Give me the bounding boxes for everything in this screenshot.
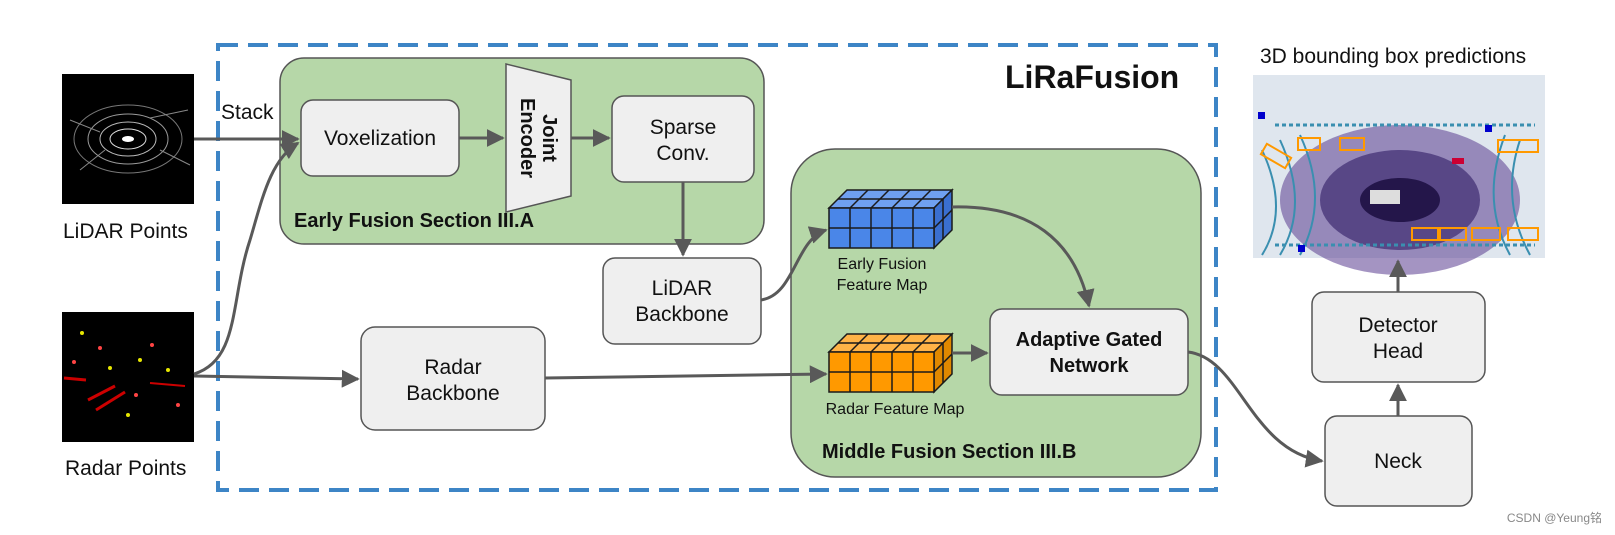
sparse-conv-box [611,95,755,183]
early-fusion-feature-cube [827,188,954,250]
radar-to-radar-backbone-arrow [193,369,360,388]
voxelization-label: Voxelization [324,127,436,150]
joint-encoder-line2: Encoder [516,98,538,178]
gated-network-line2: Network [1050,355,1130,377]
connectors [193,129,1407,468]
lidar-points-image [62,74,194,204]
middle-fusion-section-label: Middle Fusion Section III.B [822,441,1076,463]
joint-encoder-block [505,63,572,213]
joint-encoder-line1: Joint [538,114,560,162]
stack-label: Stack [221,101,274,124]
early-map-to-gated-network-arrow [951,205,1095,308]
detector-head-line2: Head [1373,340,1423,363]
neck-label: Neck [1374,450,1422,473]
sparse-conv-line2: Conv. [656,142,709,165]
lidar-backbone-line2: Backbone [635,303,728,326]
early-feature-map-line1: Early Fusion [838,256,927,273]
radar-points-label: Radar Points [65,457,186,480]
sparse-conv-line1: Sparse [650,116,717,139]
lidar-backbone-line1: LiDAR [652,277,713,300]
radar-feature-cube [827,332,954,394]
radar-points-image [62,312,194,442]
early-fusion-section-label: Early Fusion Section III.A [294,210,534,232]
lidar-points-label: LiDAR Points [63,220,188,243]
radar-backbone-line1: Radar [424,356,481,379]
radar-to-voxelization-arrow [193,141,300,376]
diagram-title: LiRaFusion [1005,59,1179,95]
detector-head-box [1311,291,1486,383]
bounding-box-predictions-image [1253,75,1545,275]
radar-feature-map-label: Radar Feature Map [826,401,965,418]
adaptive-gated-network-box [989,308,1189,396]
lidar-backbone-box [602,257,762,345]
radar-backbone-line2: Backbone [406,382,499,405]
predictions-label: 3D bounding box predictions [1260,45,1526,68]
lidar-backbone-to-early-map-arrow [760,226,828,302]
radar-backbone-box [360,326,546,431]
gated-network-to-neck-arrow [1187,350,1324,468]
lirafusion-frame [216,43,1218,492]
gated-network-line1: Adaptive Gated [1016,329,1163,351]
detector-head-line1: Detector [1358,314,1437,337]
early-feature-map-line2: Feature Map [837,277,928,294]
watermark: CSDN @Yeung铭 [1507,510,1602,525]
radar-backbone-to-radar-map-arrow [544,365,828,384]
